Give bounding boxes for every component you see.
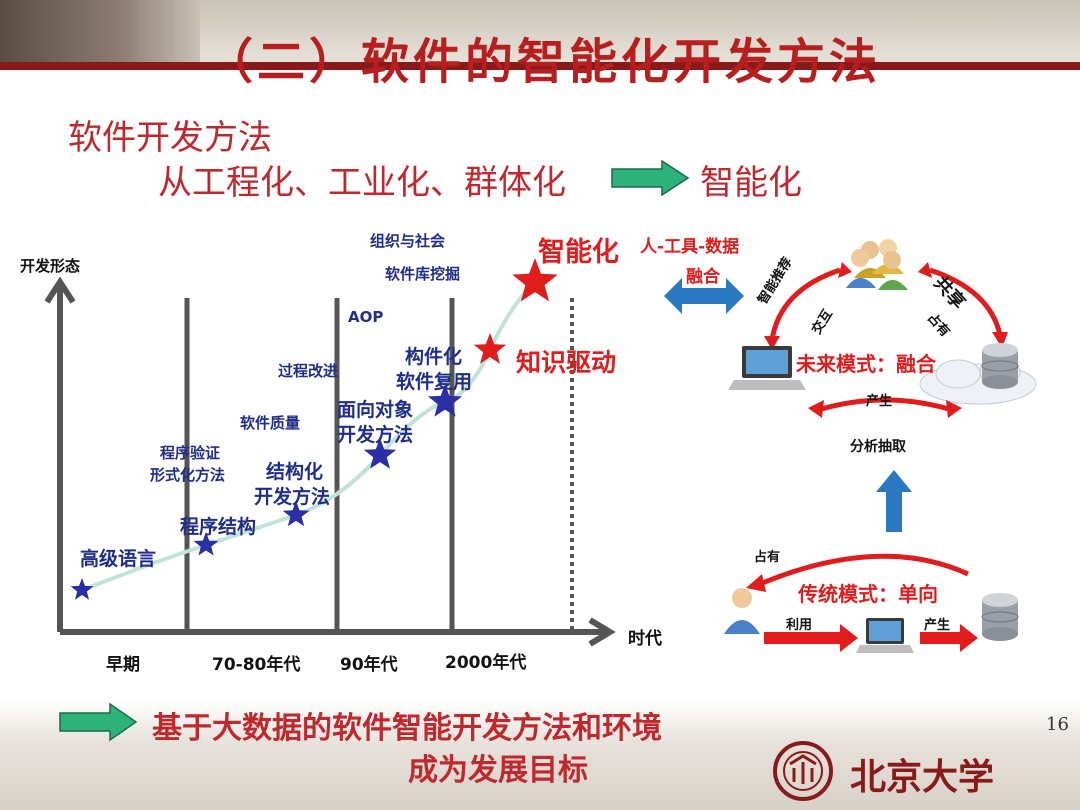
- slide-title: （二）软件的智能化开发方法: [205, 34, 882, 90]
- annotation-process-improvement: 过程改进: [278, 362, 339, 380]
- milestone-label-component-line2: 软件复用: [396, 371, 473, 393]
- fusion-label-line2: 融合: [686, 267, 720, 287]
- star-icon-knowledge-driven: [473, 333, 507, 364]
- subtitle-target: 智能化: [700, 163, 802, 203]
- star-icon-object-oriented: [363, 438, 397, 469]
- milestone-label-intelligent: 智能化: [538, 237, 619, 268]
- y-axis-label: 开发形态: [20, 257, 81, 275]
- up-arrow-icon: [876, 470, 912, 532]
- subtitle-line1: 软件开发方法: [68, 118, 272, 158]
- milestone-label-program-structure: 程序结构: [180, 516, 257, 538]
- traditional-mode-diagram: [724, 553, 1019, 653]
- fusion-label-line1: 人-工具-数据: [640, 237, 740, 257]
- traditional-occupy-label: 占有: [754, 550, 781, 565]
- milestone-label-structured-line1: 结构化: [266, 461, 324, 483]
- annotation-program-verification: 程序验证: [160, 444, 221, 462]
- database-icon: [981, 343, 1019, 389]
- subtitle-line2: 从工程化、工业化、群体化: [158, 163, 566, 203]
- traditional-use-label: 利用: [786, 618, 813, 633]
- bottom-line1: 基于大数据的软件智能开发方法和环境: [152, 711, 662, 746]
- milestone-label-component-line1: 构件化: [405, 346, 463, 368]
- star-icon-intelligent: [512, 258, 558, 302]
- milestone-label-knowledge-driven: 知识驱动: [516, 348, 617, 377]
- university-seal-icon: [773, 741, 833, 801]
- era-label-90s: 90年代: [340, 655, 398, 675]
- bottom-green-arrow-icon: [58, 702, 138, 742]
- double-arrow-icon: [664, 278, 744, 314]
- annotation-repository-mining: 软件库挖掘: [385, 265, 461, 283]
- era-label-70s80s: 70-80年代: [212, 655, 301, 675]
- era-label-2000s: 2000年代: [445, 653, 527, 673]
- annotation-organization-society: 组织与社会: [370, 232, 446, 250]
- person-icon: [724, 588, 760, 634]
- green-arrow-icon: [610, 160, 690, 196]
- traditional-produce-label: 产生: [924, 618, 951, 633]
- star-icon-high-level-language: [70, 578, 94, 600]
- milestone-label-high-level-language: 高级语言: [80, 548, 157, 570]
- milestone-label-oo-line2: 开发方法: [337, 424, 414, 446]
- footer-background: [0, 700, 1080, 810]
- future-mode-diagram: [728, 239, 1037, 418]
- annotation-software-quality: 软件质量: [240, 414, 301, 432]
- annotation-formal-methods: 形式化方法: [150, 466, 226, 484]
- x-axis-arrowhead: [588, 617, 616, 647]
- database-icon: [981, 593, 1019, 641]
- y-axis-arrowhead: [44, 276, 76, 304]
- traditional-mode-title: 传统模式：单向: [798, 582, 938, 606]
- future-analyze-label: 分析抽取: [850, 439, 906, 455]
- era-label-early: 早期: [106, 655, 140, 675]
- future-produce-label: 产生: [866, 394, 893, 409]
- bottom-line2: 成为发展目标: [408, 753, 588, 788]
- laptop-icon: [856, 618, 914, 653]
- star-icon-structured: [282, 501, 310, 527]
- x-axis-label: 时代: [628, 629, 662, 649]
- star-icon-component: [427, 384, 463, 417]
- university-logo-text: 北京大学: [850, 756, 995, 798]
- milestone-label-structured-line2: 开发方法: [254, 486, 331, 508]
- annotation-aop: AOP: [348, 308, 384, 326]
- milestone-label-oo-line1: 面向对象: [337, 399, 414, 421]
- star-icon-program-structure: [193, 532, 219, 556]
- laptop-icon: [728, 346, 806, 390]
- people-group-icon: [846, 239, 908, 290]
- header-photo: [0, 0, 200, 62]
- header-red-band: [0, 62, 1080, 70]
- page-number: 16: [1046, 714, 1069, 735]
- cloud-icon: [919, 357, 1037, 405]
- future-mode-title: 未来模式：融合: [796, 352, 936, 376]
